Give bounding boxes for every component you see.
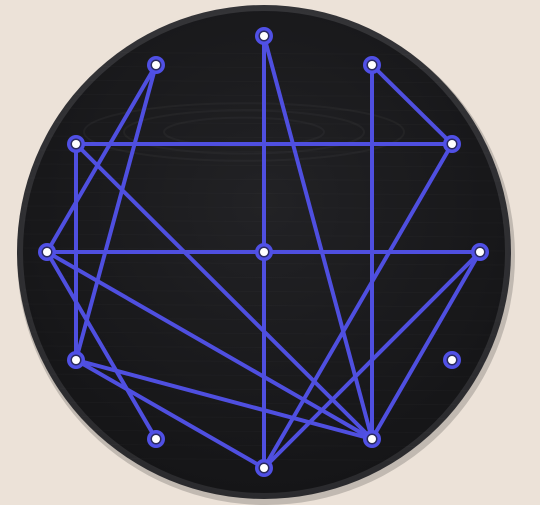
- string-p3-p5: [370, 63, 454, 146]
- peg-highlight: [261, 249, 265, 253]
- peg-left-high: [67, 135, 85, 153]
- peg-highlight: [261, 465, 265, 469]
- peg-highlight: [153, 436, 157, 440]
- peg-right-middle: [471, 243, 489, 261]
- peg-head: [368, 61, 376, 69]
- peg-left-middle: [38, 243, 56, 261]
- peg-top: [255, 27, 273, 45]
- string-p9-p13: [74, 358, 266, 470]
- peg-right-low: [443, 351, 461, 369]
- peg-left-low: [67, 351, 85, 369]
- peg-head: [152, 61, 160, 69]
- peg-bottom: [255, 459, 273, 477]
- string-p8-p12: [370, 250, 482, 441]
- peg-head: [476, 248, 484, 256]
- peg-bottom-right: [363, 430, 381, 448]
- peg-right-high: [443, 135, 461, 153]
- peg-upper-right: [363, 56, 381, 74]
- peg-head: [43, 248, 51, 256]
- peg-head: [72, 140, 80, 148]
- string-p2-p6: [45, 63, 158, 254]
- string-p8-p13: [262, 250, 482, 470]
- string-p5-p13: [262, 142, 454, 470]
- string-p1-p12: [262, 34, 374, 441]
- peg-head: [260, 248, 268, 256]
- peg-highlight: [449, 357, 453, 361]
- peg-head: [260, 32, 268, 40]
- peg-head: [72, 356, 80, 364]
- peg-highlight: [477, 249, 481, 253]
- pegs-layer: [38, 27, 489, 477]
- string-p4-p12: [74, 142, 374, 441]
- peg-center: [255, 243, 273, 261]
- string-p6-p12: [45, 250, 374, 441]
- peg-head: [448, 140, 456, 148]
- string-p9-p12: [74, 358, 374, 441]
- peg-highlight: [369, 62, 373, 66]
- peg-highlight: [153, 62, 157, 66]
- peg-highlight: [449, 141, 453, 145]
- string-p6-p11: [45, 250, 158, 441]
- peg-upper-left: [147, 56, 165, 74]
- peg-head: [152, 435, 160, 443]
- peg-highlight: [73, 357, 77, 361]
- peg-highlight: [261, 33, 265, 37]
- peg-bottom-left: [147, 430, 165, 448]
- peg-highlight: [369, 436, 373, 440]
- peg-head: [448, 356, 456, 364]
- peg-head: [368, 435, 376, 443]
- peg-head: [260, 464, 268, 472]
- peg-highlight: [73, 141, 77, 145]
- string-p2-p9: [74, 63, 158, 362]
- peg-highlight: [44, 249, 48, 253]
